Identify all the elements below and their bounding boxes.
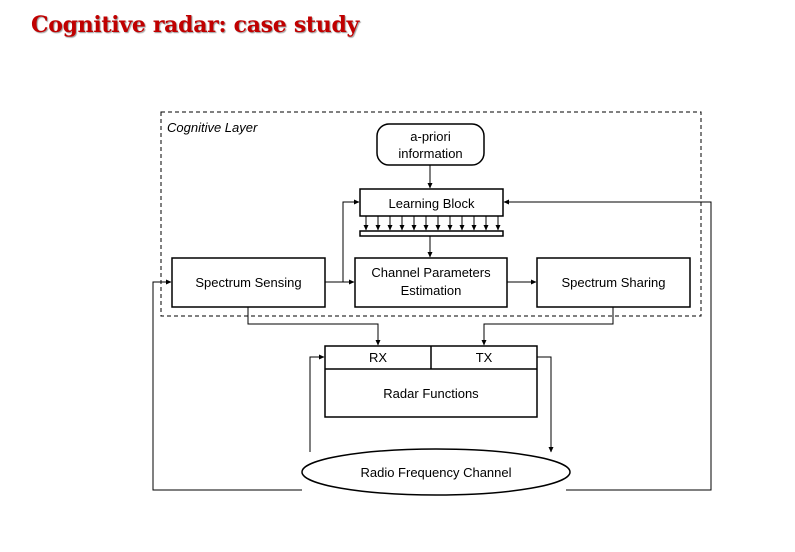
channel-params-line-2: Estimation — [401, 283, 462, 298]
arrow-sharing-to-tx — [481, 307, 614, 346]
channel-params-line-1: Channel Parameters — [371, 265, 491, 280]
learning-bar — [359, 230, 504, 237]
channel-parameters-box: Channel Parameters Estimation — [354, 257, 508, 308]
arrow-sensing-to-learning — [342, 199, 360, 282]
spectrum-sensing-label: Spectrum Sensing — [195, 275, 301, 290]
learning-block: Learning Block — [359, 188, 504, 237]
arrow-rf-to-rx — [309, 354, 325, 452]
apriori-line-2: information — [398, 146, 462, 161]
slide-title: Cognitive radar: case study — [31, 12, 360, 38]
arrow-sensing-to-rx — [247, 307, 381, 346]
rf-channel-label: Radio Frequency Channel — [360, 465, 511, 480]
cognitive-layer-boundary — [160, 111, 702, 317]
tx-label: TX — [476, 350, 493, 365]
spectrum-sharing-label: Spectrum Sharing — [561, 275, 665, 290]
spectrum-sensing-box: Spectrum Sensing — [171, 257, 326, 308]
rf-channel-ellipse: Radio Frequency Channel — [301, 448, 571, 496]
arrow-tx-to-rf — [537, 356, 554, 453]
radar-block: RX TX Radar Functions — [324, 345, 538, 418]
rx-label: RX — [369, 350, 387, 365]
radar-functions-label: Radar Functions — [383, 386, 479, 401]
apriori-information-box: a-priori information — [376, 123, 485, 166]
spectrum-sharing-box: Spectrum Sharing — [536, 257, 691, 308]
apriori-line-1: a-priori — [410, 129, 451, 144]
learning-arrows — [363, 216, 501, 231]
cognitive-layer-label: Cognitive Layer — [167, 120, 258, 135]
arrow-rf-to-sensing — [152, 279, 302, 491]
arrow-rf-to-learning — [503, 199, 712, 491]
learning-block-label: Learning Block — [389, 196, 475, 211]
